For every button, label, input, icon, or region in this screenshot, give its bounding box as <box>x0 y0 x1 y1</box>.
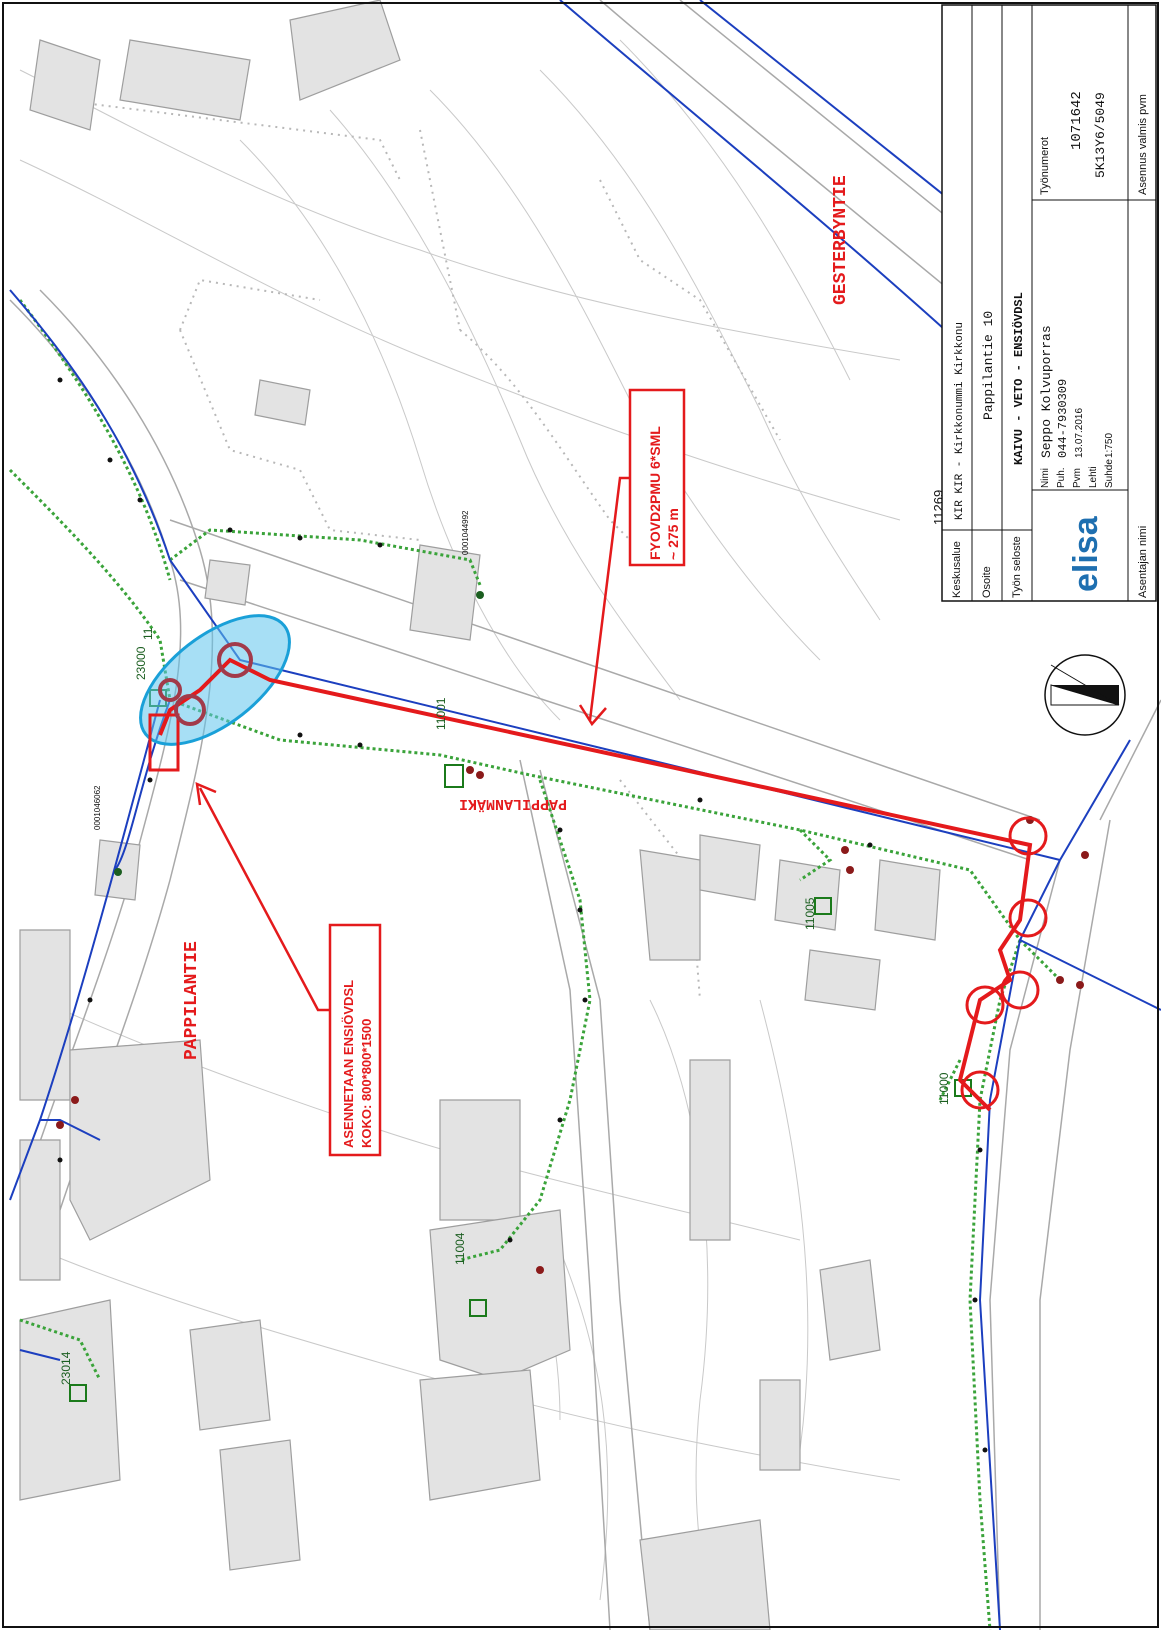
point-label-23014: 23014 <box>59 1351 73 1385</box>
asennus-valmis-label: Asennus valmis pvm <box>1137 94 1149 195</box>
cable-spec-text: FYOVD2PMU 6*SML <box>647 426 663 560</box>
suhde-label: Suhde <box>1104 459 1115 488</box>
nimi-label: Nimi <box>1040 468 1051 488</box>
tyonumero-2: 5K13Y6/5049 <box>1093 92 1108 178</box>
street-name-gesterbyntie: GESTERBYNTIE <box>831 175 851 305</box>
street-name-pappilanmaki: PAPPILANMÄKI <box>459 795 567 812</box>
point-label-11004: 11004 <box>453 1232 467 1265</box>
install-size-text: KOKO: 800*800*1500 <box>359 1019 374 1148</box>
point-label-11001: 11001 <box>434 697 448 730</box>
cable-callout: FYOVD2PMU 6*SML ~ 275 m <box>578 388 686 727</box>
nimi-value: Seppo Kolvuporras <box>1039 325 1054 458</box>
planned-cable-route <box>158 657 1033 1112</box>
network-nodes <box>57 377 988 1453</box>
existing-well-markers <box>158 642 253 726</box>
tyonumerot-label: Työnumerot <box>1039 137 1051 195</box>
joint-markers <box>56 766 1089 1274</box>
puh-label: Puh. <box>1056 467 1067 488</box>
cable-length-text: ~ 275 m <box>665 508 681 560</box>
keskusalue-value: KIR KIR - Kirkkonummi Kirkkonu <box>954 322 966 520</box>
elisa-logo: elisa <box>1067 515 1105 592</box>
point-label-23000: 23000 <box>134 646 148 680</box>
point-label-11000: 11000 <box>937 1072 951 1105</box>
pvm-value: 13.07.2016 <box>1074 408 1085 458</box>
point-id-left: 0001046062 <box>93 785 102 830</box>
street-name-pappilantie: PAPPILANTIE <box>182 941 202 1060</box>
buildings <box>19 0 941 1630</box>
lehti-label: Lehti <box>1088 466 1099 488</box>
title-block: Keskusalue KIR KIR - Kirkkonummi Kirkkon… <box>941 4 1157 602</box>
point-id-mid: 0001044992 <box>461 510 470 555</box>
crossing-markers <box>960 816 1048 1110</box>
north-arrow <box>1044 654 1126 736</box>
tyon-selostе-label: Työn selostе <box>1011 536 1023 598</box>
tyon-selostе-value: KAIVU - VETO - ENSIÖVDSL <box>1010 292 1026 465</box>
keskusalue-label: Keskusalue <box>951 541 963 598</box>
asentajan-nimi-label: Asentajan nimi <box>1137 526 1149 598</box>
new-manhole-marker <box>148 713 180 772</box>
puh-value: 044-7930309 <box>1056 379 1070 458</box>
point-label-11005: 11005 <box>803 897 817 930</box>
suhde-value: 1:750 <box>1104 433 1115 458</box>
boundary-dotted-lines <box>59 99 781 1001</box>
osoite-label: Osoite <box>981 566 993 598</box>
install-callout: ASENNETAAN ENSIÖVDSL KOKO: 800*800*1500 <box>195 781 382 1157</box>
osoite-value: Pappilantie 10 <box>981 311 996 420</box>
existing-cable-network <box>8 299 1062 1630</box>
tyonumero-1: 1071642 <box>1069 91 1085 150</box>
pvm-label: Pvm <box>1072 468 1083 488</box>
point-label-11: 11 <box>141 627 155 640</box>
install-text: ASENNETAAN ENSIÖVDSL <box>341 980 356 1148</box>
